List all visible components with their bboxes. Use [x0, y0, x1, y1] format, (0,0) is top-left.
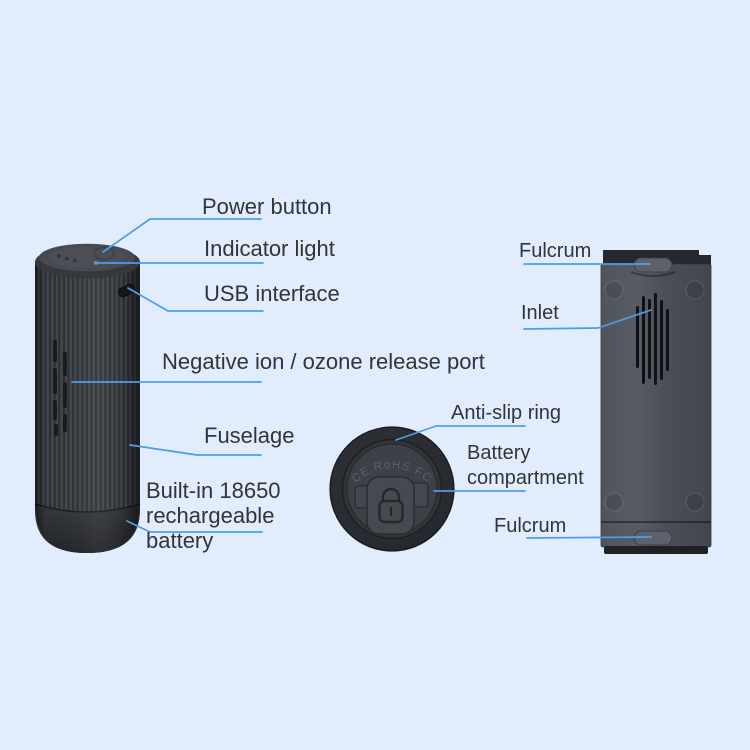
leader-builtin-battery	[126, 520, 263, 533]
indicator-light-shape	[94, 261, 98, 265]
usb-port-shape	[117, 283, 136, 298]
label-builtin-battery: Built-in 18650 rechargeable battery	[146, 478, 281, 553]
label-inlet: Inlet	[521, 302, 559, 324]
label-fulcrum-top: Fulcrum	[519, 240, 592, 262]
fulcrum-top-shape	[633, 257, 673, 273]
leader-usb-interface	[127, 287, 264, 312]
label-indicator-light: Indicator light	[204, 236, 335, 261]
leader-lines	[71, 218, 652, 539]
inlet-vents	[636, 293, 669, 385]
device-front-view	[34, 243, 141, 553]
leader-anti-slip-ring	[395, 425, 526, 441]
power-button-shape	[93, 246, 115, 261]
fulcrum-bottom-shape	[633, 530, 673, 546]
label-release-port: Negative ion / ozone release port	[162, 349, 485, 374]
label-anti-slip-ring: Anti-slip ring	[451, 402, 562, 424]
release-port-vents	[53, 340, 67, 436]
battery-compartment-door	[366, 476, 415, 535]
leader-power-button	[102, 218, 262, 253]
device-bottom-view: CE RoHS FC	[329, 426, 455, 552]
device-back-view	[600, 250, 712, 554]
top-dots	[57, 254, 77, 263]
leader-fuselage	[129, 444, 262, 456]
label-usb-interface: USB interface	[204, 281, 340, 306]
label-battery-compartment: Battery compartment	[467, 442, 584, 489]
label-fulcrum-bottom: Fulcrum	[494, 515, 567, 537]
base-strip	[604, 546, 708, 554]
fulcrum-top-recess	[630, 271, 676, 277]
leader-inlet	[523, 309, 652, 330]
leader-fulcrum-bottom	[526, 536, 652, 539]
lock-icon	[378, 487, 404, 524]
fuselage-shading	[35, 262, 140, 553]
label-power-button: Power button	[202, 194, 332, 219]
label-fuselage: Fuselage	[204, 423, 295, 448]
corner-bosses	[604, 280, 705, 512]
